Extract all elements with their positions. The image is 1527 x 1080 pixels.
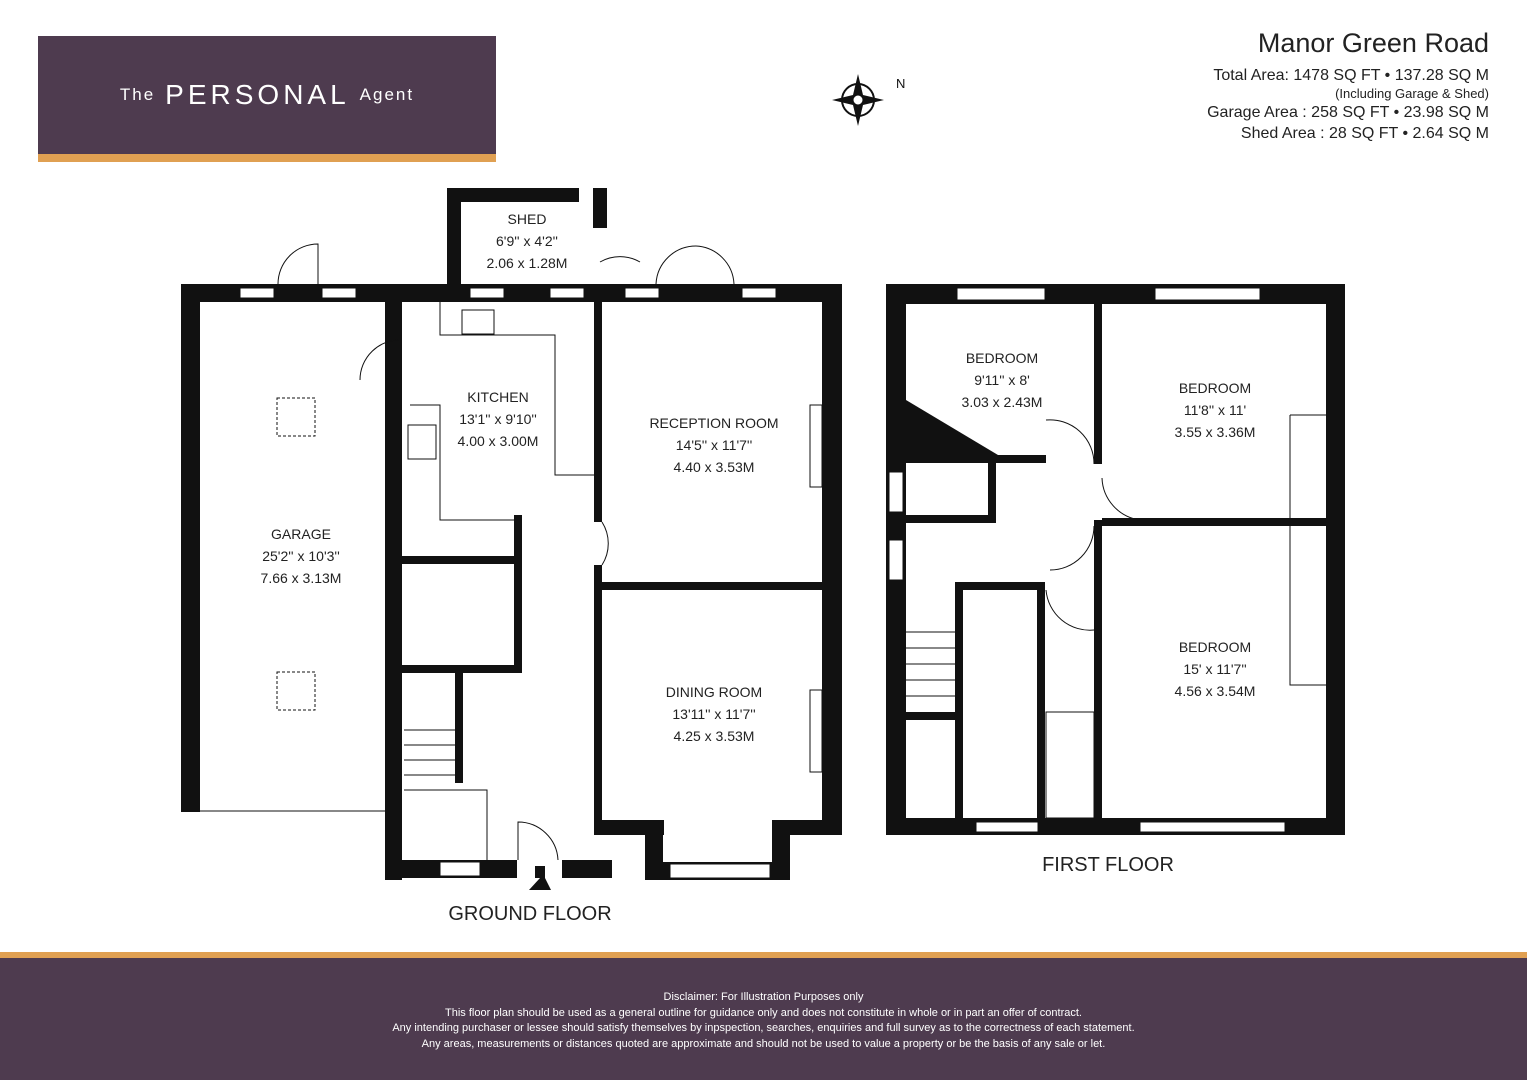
total-area-note: (Including Garage & Shed)	[1335, 86, 1489, 101]
property-title: Manor Green Road	[1257, 28, 1489, 58]
ground-floor-plan: SHED 6'9'' x 4'2'' 2.06 x 1.28M KITCHEN …	[181, 188, 842, 925]
total-area: Total Area: 1478 SQ FT • 137.28 SQ M	[1213, 67, 1489, 84]
room-imperial: 15' x 11'7''	[1183, 661, 1246, 677]
room-metric: 4.25 x 3.53M	[674, 728, 755, 744]
logo-name: PERSONAL	[165, 79, 350, 110]
room-metric: 4.00 x 3.00M	[458, 433, 539, 449]
disclaimer-footer: Disclaimer: For Illustration Purposes on…	[0, 952, 1527, 1080]
room-name: RECEPTION ROOM	[649, 415, 778, 431]
compass-north-label: N	[896, 76, 905, 91]
room-name: DINING ROOM	[666, 684, 762, 700]
logo-pre: The	[119, 85, 156, 104]
room-imperial: 25'2'' x 10'3''	[262, 548, 340, 564]
room-metric: 4.40 x 3.53M	[674, 459, 755, 475]
first-floor-plan: BEDROOM 9'11'' x 8' 3.03 x 2.43M BEDROOM…	[886, 284, 1345, 876]
room-imperial: 13'1'' x 9'10''	[459, 411, 537, 427]
room-metric: 3.55 x 3.36M	[1175, 424, 1256, 440]
logo-post: Agent	[359, 85, 415, 104]
disclaimer-line: Any areas, measurements or distances quo…	[421, 1037, 1106, 1050]
room-imperial: 14'5'' x 11'7''	[676, 437, 753, 453]
room-metric: 3.03 x 2.43M	[962, 394, 1043, 410]
disclaimer-line: Any intending purchaser or lessee should…	[392, 1022, 1135, 1034]
room-name: BEDROOM	[966, 350, 1038, 366]
disclaimer-line: Disclaimer: For Illustration Purposes on…	[663, 991, 864, 1003]
property-info: Manor Green Road Total Area: 1478 SQ FT …	[1207, 28, 1489, 144]
shed-area: Shed Area : 28 SQ FT • 2.64 SQ M	[1240, 125, 1489, 142]
floor-plan: N	[181, 74, 1345, 925]
room-name: KITCHEN	[467, 389, 528, 405]
ground-floor-label: GROUND FLOOR	[448, 903, 611, 925]
room-metric: 7.66 x 3.13M	[261, 570, 342, 586]
room-imperial: 13'11'' x 11'7''	[672, 706, 755, 722]
room-name: BEDROOM	[1179, 380, 1251, 396]
room-metric: 2.06 x 1.28M	[487, 255, 568, 271]
compass-icon: N	[832, 74, 905, 126]
disclaimer-line: This floor plan should be used as a gene…	[445, 1006, 1082, 1019]
room-imperial: 11'8'' x 11'	[1184, 402, 1246, 418]
agency-logo: The PERSONAL Agent	[38, 36, 496, 162]
first-floor-label: FIRST FLOOR	[1042, 854, 1174, 876]
room-imperial: 9'11'' x 8'	[974, 372, 1030, 388]
room-name: BEDROOM	[1179, 639, 1251, 655]
room-imperial: 6'9'' x 4'2''	[496, 233, 558, 249]
room-metric: 4.56 x 3.54M	[1175, 683, 1256, 699]
garage-area: Garage Area : 258 SQ FT • 23.98 SQ M	[1207, 104, 1489, 121]
room-name: GARAGE	[271, 526, 331, 542]
room-name: SHED	[508, 211, 547, 227]
